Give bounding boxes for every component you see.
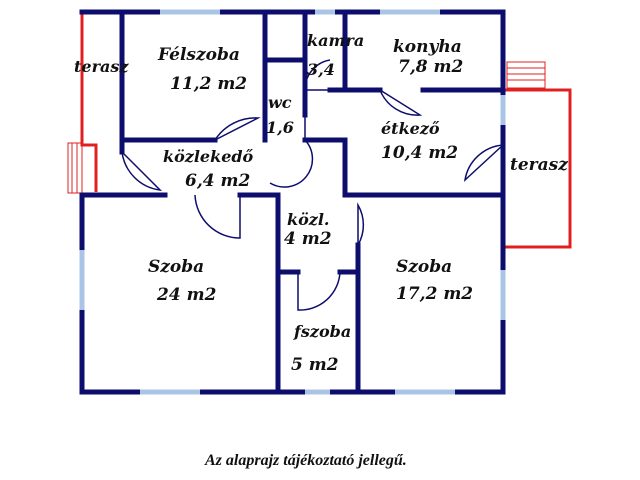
left-terrace-outline [80, 12, 98, 192]
label-kamra-area: 3,4 [307, 60, 335, 79]
label-terasz-right: terasz [510, 155, 568, 175]
label-terasz-left: terasz [74, 57, 129, 76]
door-left-szoba [194, 194, 241, 239]
disclaimer-caption: Az alaprajz tájékoztató jellegű. [204, 452, 407, 469]
door-fszoba [297, 271, 341, 311]
door-felszoba [214, 117, 261, 141]
label-felszoba-area: 11,2 m2 [170, 74, 247, 94]
label-etkezo-name: étkező [381, 119, 440, 138]
right-terrace-outline [505, 88, 572, 249]
label-konyha-name: konyha [393, 37, 462, 57]
door-terrace-right [463, 144, 504, 183]
walls [79, 9, 506, 395]
right-terrace-steps [506, 61, 546, 89]
door-kozl-right [357, 202, 365, 246]
label-szoba-right-area: 17,2 m2 [396, 284, 473, 304]
label-konyha-area: 7,8 m2 [398, 57, 463, 77]
door-kamra [304, 59, 331, 91]
door-corridor-left [121, 151, 163, 192]
label-kozlekedo-area: 6,4 m2 [185, 171, 250, 191]
room-labels: terasz Félszoba 11,2 m2 wc 1,6 kamra 3,4… [74, 31, 568, 375]
label-kozlekedo-name: közlekedő [163, 147, 254, 166]
label-kozl-name: közl. [287, 210, 330, 229]
label-szoba-left-name: Szoba [148, 257, 204, 277]
windows [79, 9, 506, 395]
terrace-outlines [80, 12, 572, 249]
label-etkezo-area: 10,4 m2 [381, 143, 458, 163]
label-fszoba-area: 5 m2 [291, 355, 339, 375]
label-kamra-name: kamra [307, 31, 364, 50]
door-wc [269, 115, 314, 188]
label-szoba-left-area: 24 m2 [156, 285, 217, 305]
doors [121, 59, 504, 311]
label-wc-area: 1,6 [266, 118, 294, 137]
terrace-steps [67, 61, 546, 194]
label-szoba-right-name: Szoba [396, 257, 452, 277]
label-kozl-area: 4 m2 [284, 229, 332, 249]
label-felszoba-name: Félszoba [157, 45, 240, 65]
label-wc-name: wc [268, 93, 292, 112]
left-terrace-steps [67, 142, 83, 194]
door-etkezo [379, 89, 423, 116]
label-fszoba-name: fszoba [293, 322, 351, 341]
